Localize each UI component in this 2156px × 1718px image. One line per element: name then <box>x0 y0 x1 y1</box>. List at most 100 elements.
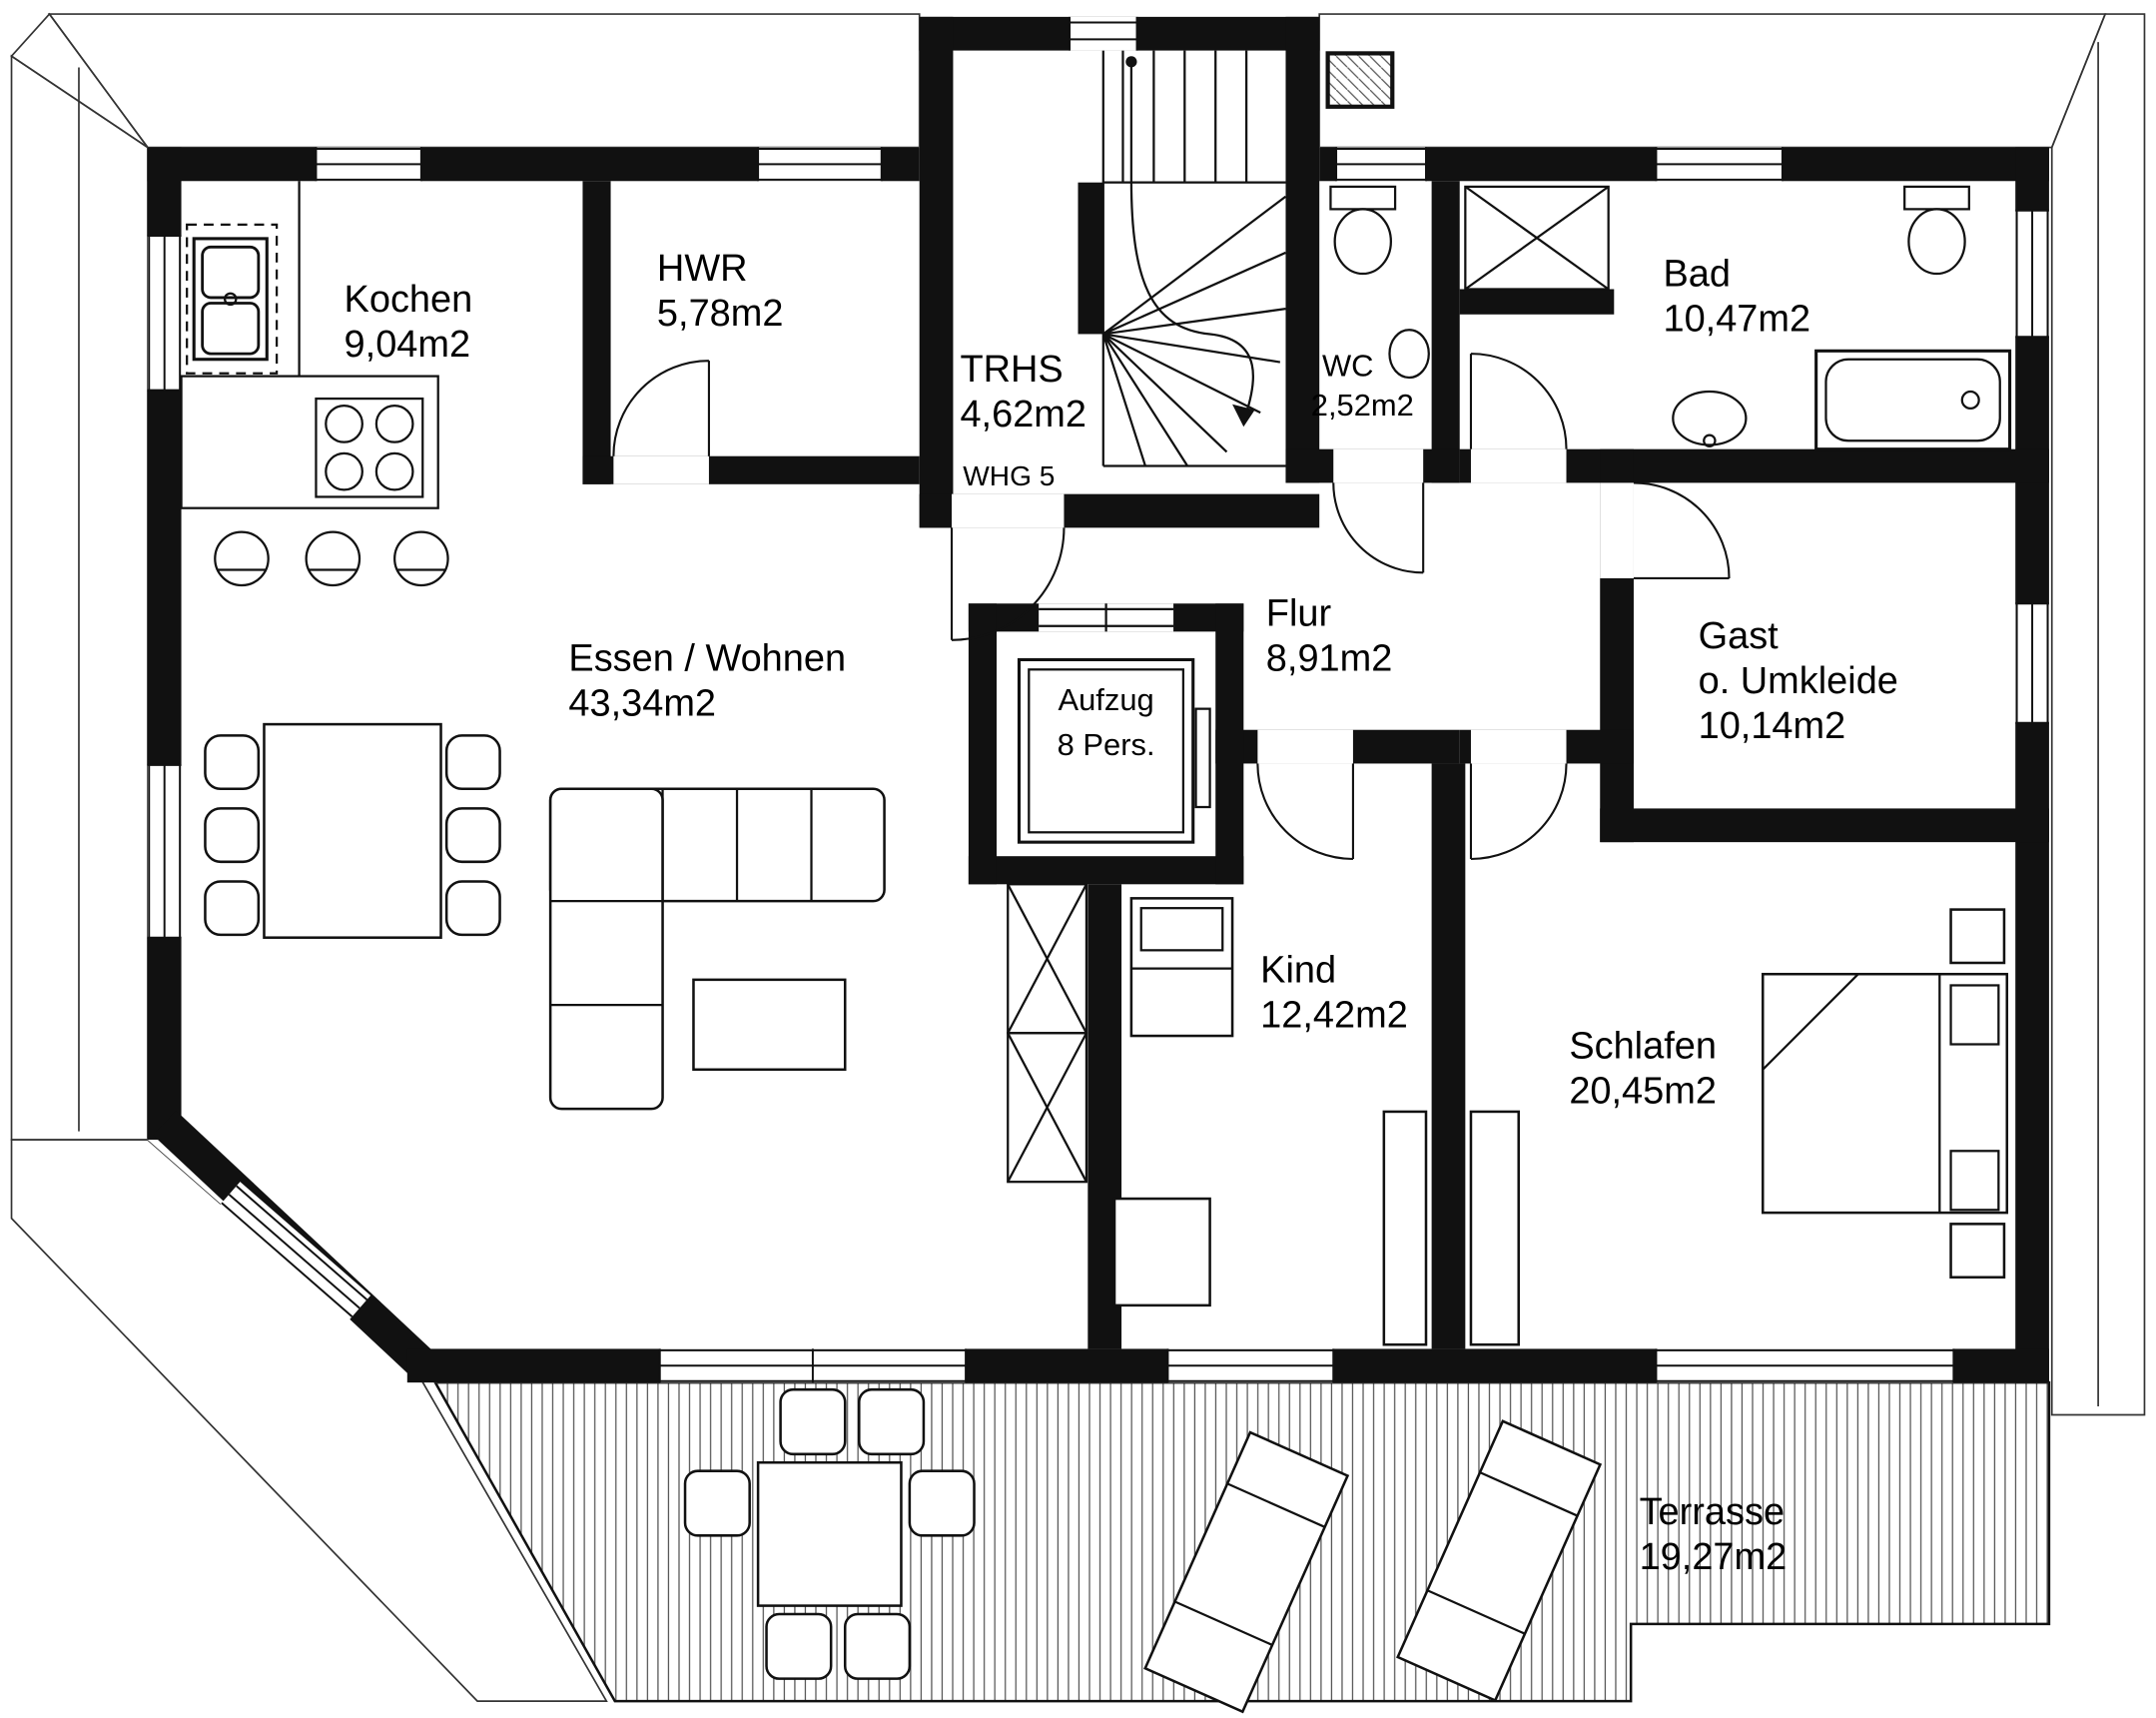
shower <box>1464 185 1610 291</box>
bar-stools <box>214 530 449 587</box>
terrace-chair <box>843 1612 912 1680</box>
terrace-chair <box>683 1469 751 1537</box>
room-label-terrasse-area: 19,27m2 <box>1640 1536 1788 1578</box>
wardrobe-schlafen <box>1469 1110 1521 1346</box>
toilet-bad <box>1903 185 1970 276</box>
terrace-chair <box>908 1469 976 1537</box>
room-label-kochen-name: Kochen <box>345 279 473 321</box>
kind-furniture <box>1112 897 1428 1346</box>
window-hwr-top <box>757 147 883 182</box>
roof-top-right <box>1318 13 2107 149</box>
staircase <box>1078 50 1287 467</box>
door-apartment-entry <box>950 527 1066 641</box>
room-label-flur-name: Flur <box>1266 593 1331 635</box>
wc-fixtures <box>1329 185 1430 380</box>
window-bad-top <box>1655 147 1784 182</box>
chair <box>204 880 261 937</box>
room-label-hwr-area: 5,78m2 <box>657 293 784 335</box>
chimney <box>1325 51 1395 109</box>
window-kochen-top <box>315 147 422 182</box>
doors <box>612 353 1731 861</box>
room-label-schlafen-name: Schlafen <box>1569 1026 1717 1068</box>
bathroom-fixtures <box>1464 185 2012 451</box>
room-label-kind-name: Kind <box>1260 950 1336 992</box>
window-kochen-left <box>147 235 182 392</box>
room-label-hwr-name: HWR <box>657 248 748 290</box>
stove <box>315 397 424 498</box>
double-bed <box>1761 972 2009 1215</box>
chair <box>204 807 261 864</box>
room-label-flur-area: 8,91m2 <box>1266 638 1393 680</box>
elevator-counterweight <box>1194 707 1211 809</box>
chair <box>444 734 501 791</box>
room-label-wc-name: WC <box>1322 349 1374 384</box>
washbasin-bad <box>1672 390 1748 447</box>
elevator-label-capacity: 8 Pers. <box>1058 727 1155 762</box>
room-label-schlafen-area: 20,45m2 <box>1569 1071 1717 1113</box>
room-label-terrasse-name: Terrasse <box>1640 1491 1785 1533</box>
room-label-bad-area: 10,47m2 <box>1663 299 1810 341</box>
door-wc <box>1332 482 1425 574</box>
dining-table <box>263 722 442 939</box>
nightstand <box>1949 1223 2006 1280</box>
room-label-trhs-area: 4,62m2 <box>960 394 1086 435</box>
chair <box>444 880 501 937</box>
elevator <box>1017 603 1211 844</box>
stair-walk-line <box>1129 61 1254 422</box>
room-label-bad-name: Bad <box>1663 254 1731 296</box>
room-label-gast-area: 10,14m2 <box>1699 705 1846 747</box>
roof-band-dividers <box>78 42 2099 1407</box>
labels: Kochen 9,04m2 HWR 5,78m2 TRHS 4,62m2 WHG… <box>345 248 1898 1578</box>
sofa-vertical <box>548 787 664 1111</box>
terrace-door-essen <box>658 1348 968 1383</box>
nightstand <box>1949 908 2006 965</box>
window-diagonal <box>218 1182 371 1321</box>
room-label-trhs-name: TRHS <box>960 349 1063 391</box>
sun-lounger <box>1143 1430 1350 1714</box>
windows <box>147 16 2049 1383</box>
window-wc-top <box>1335 147 1427 182</box>
coffee-table <box>692 978 847 1072</box>
room-label-wc-area: 2,52m2 <box>1311 388 1414 423</box>
washbasin-wc <box>1388 329 1430 380</box>
window-schlafen-bottom <box>1655 1348 1955 1383</box>
room-label-essen-area: 43,34m2 <box>568 683 716 725</box>
installation-shaft <box>1007 883 1088 1184</box>
terrace-chair <box>765 1612 833 1680</box>
door-gast <box>1633 481 1731 580</box>
chair <box>204 734 261 791</box>
room-label-gast-line1: Gast <box>1699 615 1780 657</box>
room-label-kind-area: 12,42m2 <box>1260 995 1408 1037</box>
schlafen-furniture <box>1469 908 2009 1346</box>
apartment-label: WHG 5 <box>963 460 1055 491</box>
entry-door-stairwell <box>1069 16 1138 51</box>
kitchen-fixtures <box>180 181 449 587</box>
living-set <box>548 787 886 1111</box>
terrace-chair <box>779 1387 847 1456</box>
toilet-wc <box>1329 185 1397 276</box>
chair <box>444 807 501 864</box>
door-kind <box>1256 763 1354 861</box>
room-label-essen-name: Essen / Wohnen <box>568 638 846 680</box>
window-kind-bottom <box>1166 1348 1335 1383</box>
window-essen-left <box>147 763 182 939</box>
window-gast-right <box>2015 602 2049 724</box>
door-bad <box>1469 353 1568 449</box>
wardrobe-kind <box>1382 1110 1428 1346</box>
door-schlafen <box>1469 763 1568 861</box>
dining-set <box>204 722 501 939</box>
bed-kind <box>1129 897 1234 1038</box>
terrace-table <box>756 1460 903 1607</box>
room-label-kochen-area: 9,04m2 <box>345 324 471 366</box>
bathtub <box>1814 349 2012 451</box>
elevator-car <box>1017 657 1195 844</box>
room-label-gast-line2: o. Umkleide <box>1699 660 1898 702</box>
window-bad-right <box>2015 209 2049 339</box>
terrace-furniture <box>683 1387 1603 1714</box>
kitchen-island <box>180 375 439 509</box>
kitchen-sink <box>192 237 269 362</box>
elevator-label-name: Aufzug <box>1058 682 1153 717</box>
door-hwr <box>612 360 710 456</box>
